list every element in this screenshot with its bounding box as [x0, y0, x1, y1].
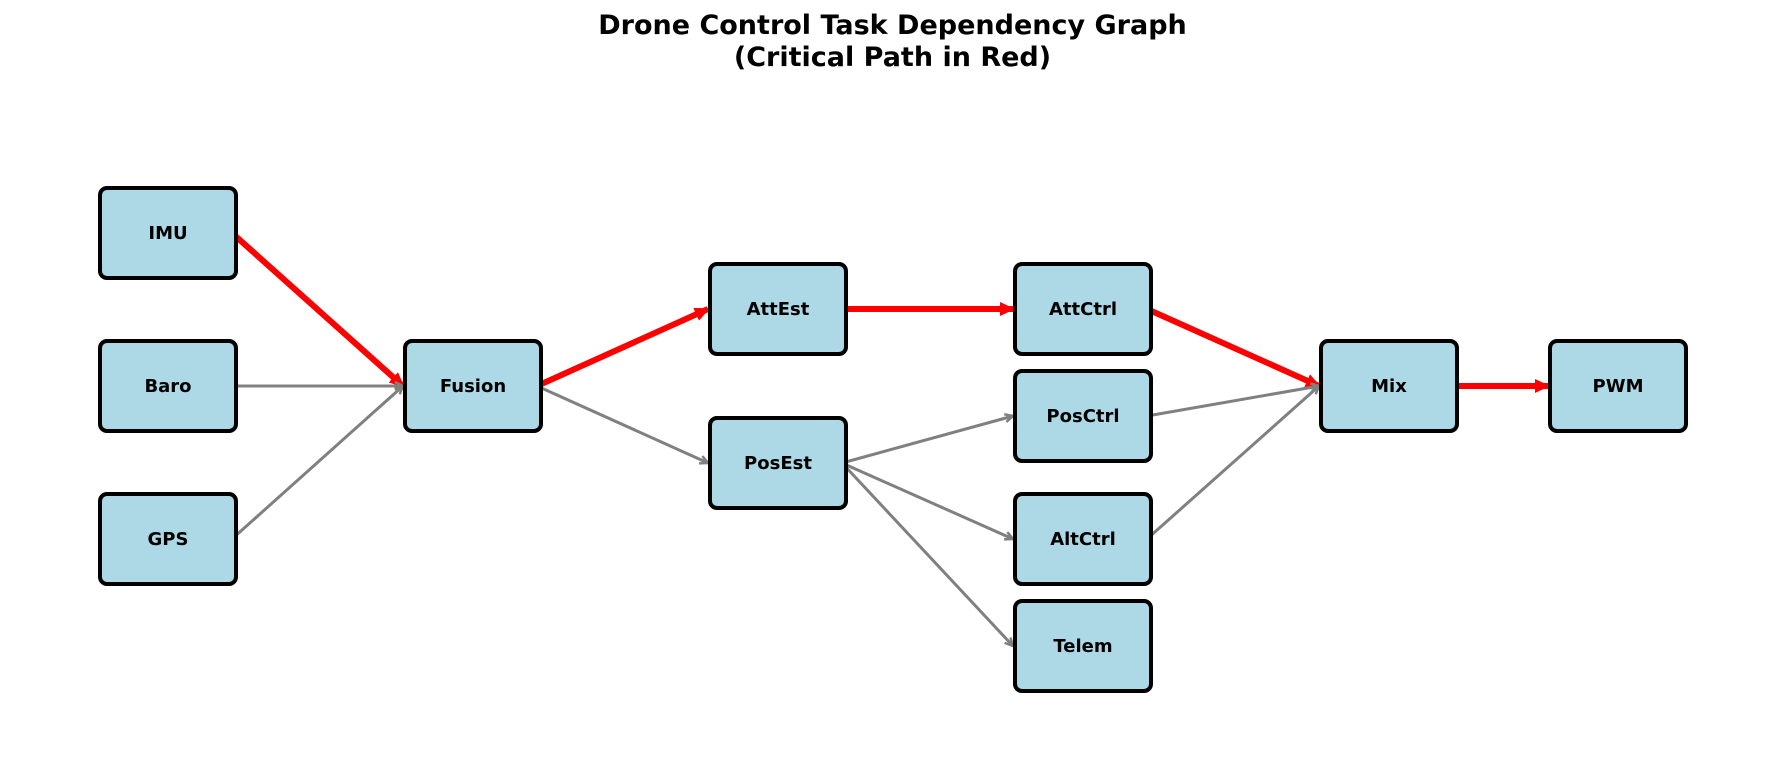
node-box [98, 492, 238, 586]
node-label: AttCtrl [1049, 299, 1117, 320]
node-box [1013, 262, 1153, 356]
edges-layer [229, 230, 1550, 646]
node-label: AttEst [747, 299, 810, 320]
node-box [98, 339, 238, 433]
edge-posest-to-posctrl [841, 416, 1013, 465]
node-box [98, 186, 238, 280]
node-gps: GPS [98, 492, 238, 586]
node-mix: Mix [1319, 339, 1459, 433]
node-label: PWM [1593, 376, 1644, 397]
node-posctrl: PosCtrl [1013, 369, 1153, 463]
edge-imu-to-fusion-critical [229, 230, 406, 389]
edge-posest-to-telem [840, 461, 1013, 646]
edge-posest-to-altctrl [841, 461, 1013, 539]
node-box [1013, 492, 1153, 586]
edge-fusion-to-posest [536, 384, 708, 463]
node-fusion: Fusion [403, 339, 543, 433]
node-label: PosCtrl [1046, 406, 1119, 427]
node-label: Fusion [440, 376, 506, 397]
node-altctrl: AltCtrl [1013, 492, 1153, 586]
edge-fusion-to-attest-critical [535, 306, 710, 389]
node-box [1548, 339, 1688, 433]
node-label: Telem [1053, 636, 1112, 657]
node-label: PosEst [744, 453, 812, 474]
node-box [1319, 339, 1459, 433]
edge-gps-to-fusion [230, 386, 403, 541]
node-label: Mix [1371, 376, 1407, 397]
node-box [1013, 599, 1153, 693]
edge-altctrl-to-mix [1146, 386, 1319, 541]
edge-attctrl-to-mix-critical [1145, 306, 1321, 389]
node-box [403, 339, 543, 433]
node-box [708, 262, 848, 356]
node-box [708, 416, 848, 510]
node-baro: Baro [98, 339, 238, 433]
node-posest: PosEst [708, 416, 848, 510]
node-pwm: PWM [1548, 339, 1688, 433]
node-label: IMU [148, 223, 187, 244]
node-attest: AttEst [708, 262, 848, 356]
node-imu: IMU [98, 186, 238, 280]
node-label: Baro [144, 376, 191, 397]
edge-posctrl-to-mix [1146, 386, 1319, 418]
node-telem: Telem [1013, 599, 1153, 693]
diagram-subtitle: (Critical Path in Red) [733, 42, 1052, 73]
diagram-title: Drone Control Task Dependency Graph [598, 10, 1187, 41]
node-label: AltCtrl [1050, 529, 1116, 550]
node-label: GPS [148, 529, 189, 550]
node-box [1013, 369, 1153, 463]
node-attctrl: AttCtrl [1013, 262, 1153, 356]
